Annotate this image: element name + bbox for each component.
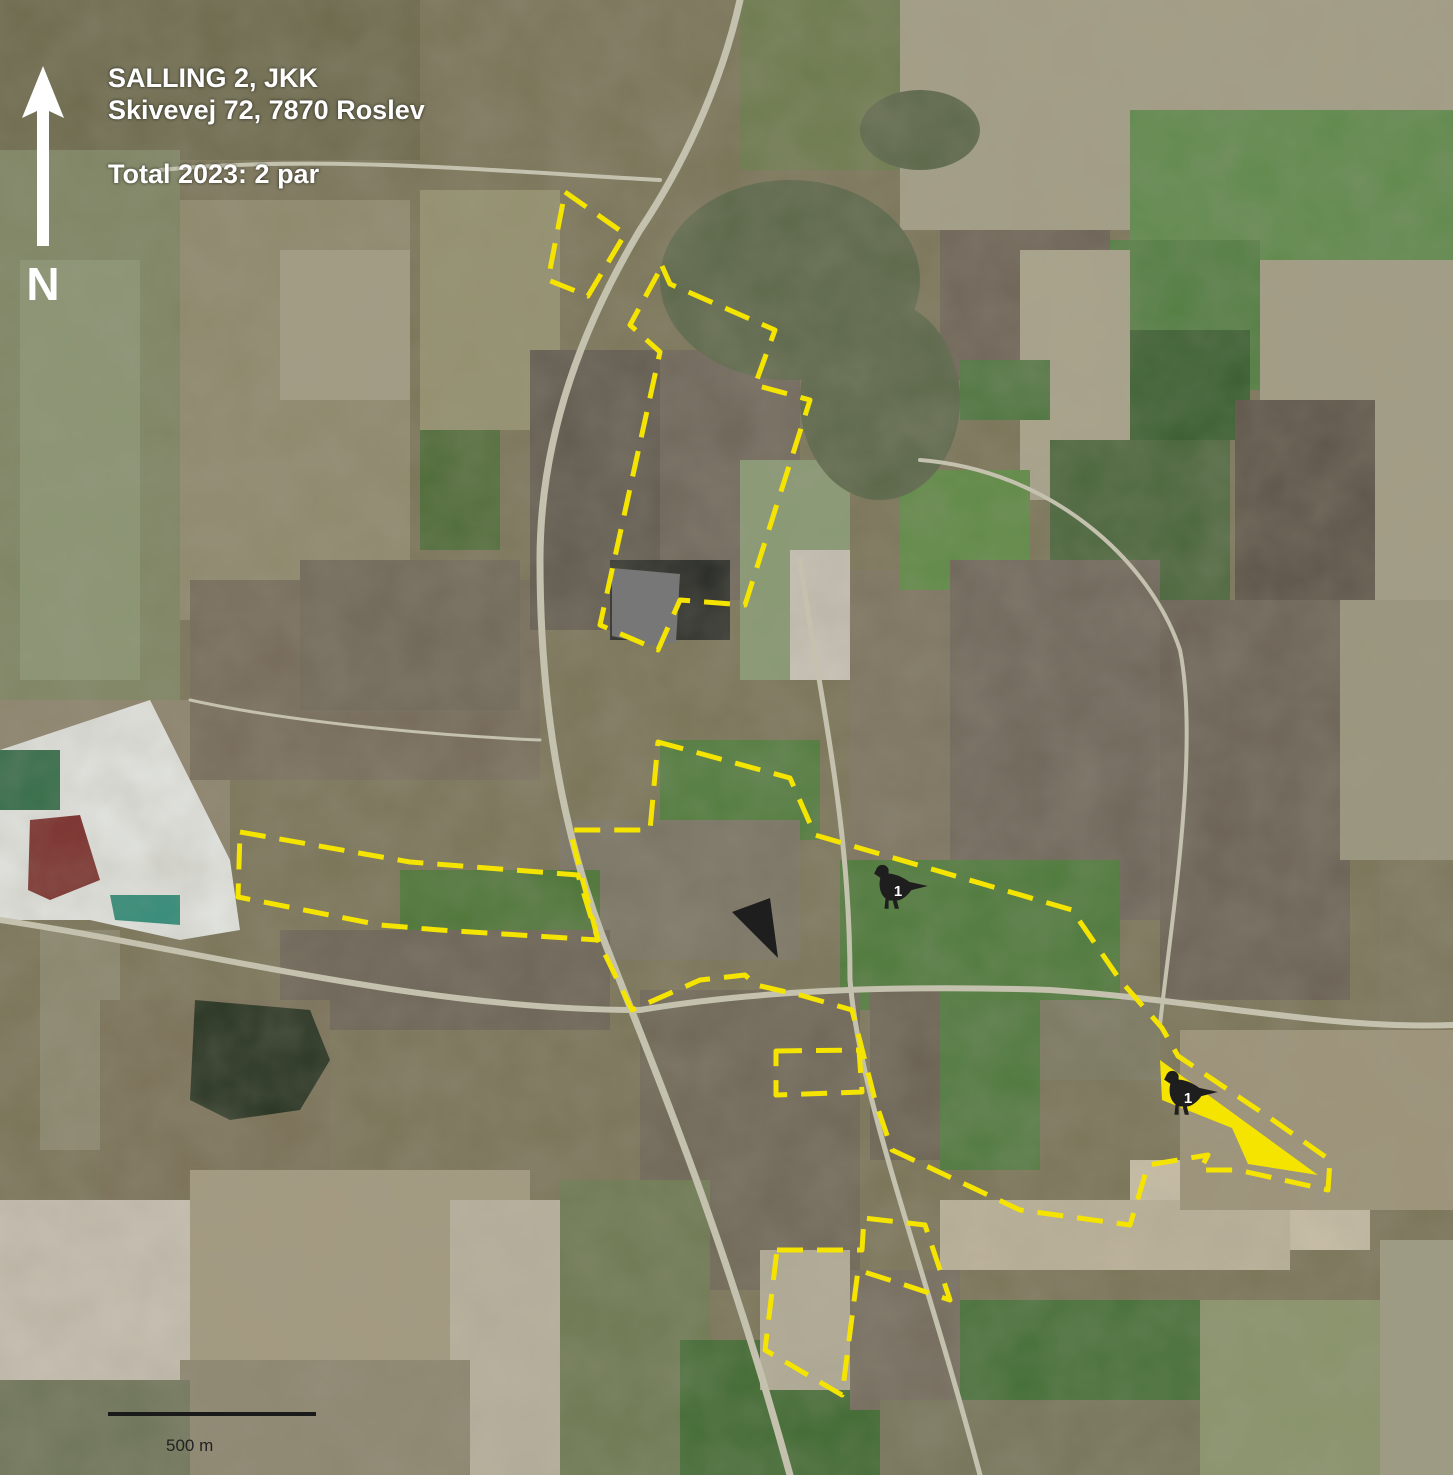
arrow-pointer-icon <box>732 898 778 958</box>
scale-bar <box>108 1412 316 1416</box>
built-area <box>612 568 680 646</box>
site-name: SALLING 2, JKK <box>108 63 319 93</box>
site-address: Skivevej 72, 7870 Roslev <box>108 95 425 125</box>
scale-label: 500 m <box>166 1436 214 1455</box>
north-arrow-icon: N <box>22 66 64 306</box>
marker-label: 1 <box>894 883 902 900</box>
survey-boundaries <box>235 189 1333 1398</box>
map-title: SALLING 2, JKK Skivevej 72, 7870 Roslev … <box>108 62 425 190</box>
marker-label: 1 <box>1184 1090 1192 1107</box>
bird-marker: 1 <box>1164 1070 1218 1115</box>
bird-marker: 1 <box>874 864 928 909</box>
north-label: N <box>26 258 59 306</box>
total-count: Total 2023: 2 par <box>108 159 320 189</box>
